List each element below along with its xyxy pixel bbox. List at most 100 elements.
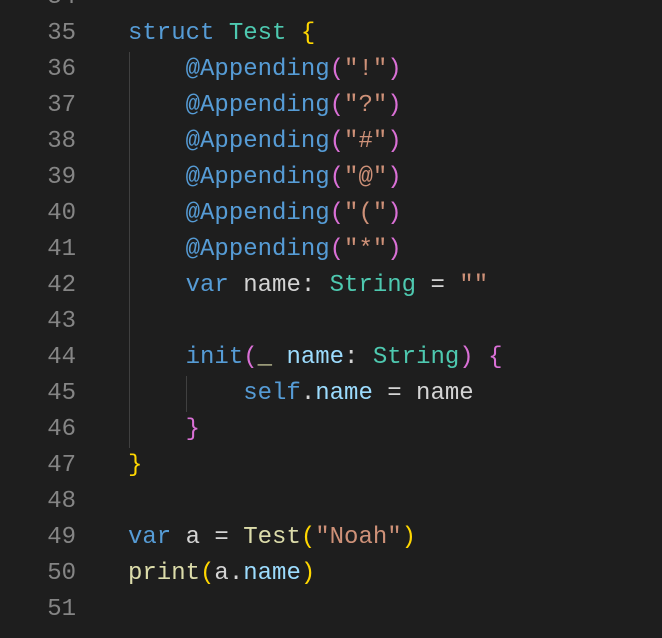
line-content: struct Test { — [128, 16, 315, 52]
token-br1: } — [128, 452, 143, 479]
token-pl — [128, 200, 186, 227]
token-fn: print — [128, 560, 201, 587]
line-number: 46 — [47, 416, 76, 443]
line-number: 44 — [47, 344, 76, 371]
token-fn: Test — [243, 524, 301, 551]
code-line[interactable]: 46 } — [0, 412, 662, 448]
token-pl: = name — [372, 380, 474, 407]
token-str: "*" — [344, 236, 388, 263]
token-ty: String — [372, 344, 460, 371]
token-pl — [272, 344, 286, 371]
line-content: var name: String = "" — [128, 268, 489, 304]
line-number: 45 — [47, 380, 76, 407]
token-br1: ( — [300, 524, 316, 551]
token-br2: ( — [329, 164, 345, 191]
code-line[interactable]: 37 @Appending("?") — [0, 88, 662, 124]
token-pl — [128, 56, 186, 83]
token-pl — [128, 236, 186, 263]
code-line[interactable]: 40 @Appending("(") — [0, 196, 662, 232]
token-kw: self — [243, 380, 301, 407]
line-content: self.name = name — [128, 376, 474, 412]
token-pl — [214, 20, 228, 47]
code-line[interactable]: 34 — [0, 0, 662, 16]
token-kw: @Appending — [185, 200, 330, 227]
token-pl — [128, 128, 186, 155]
line-content: var a = Test("Noah") — [128, 520, 416, 556]
token-br2: ) — [459, 344, 474, 371]
token-ty: Test — [228, 20, 287, 47]
code-line[interactable]: 41 @Appending("*") — [0, 232, 662, 268]
token-pl: a = — [171, 524, 244, 551]
indent-guide — [186, 376, 187, 412]
line-number: 50 — [47, 560, 76, 587]
code-line[interactable]: 47} — [0, 448, 662, 484]
token-pl: . — [300, 380, 316, 407]
indent-guide — [129, 52, 130, 448]
code-line[interactable]: 44 init(_ name: String) { — [0, 340, 662, 376]
token-str: "?" — [344, 92, 388, 119]
code-line[interactable]: 39 @Appending("@") — [0, 160, 662, 196]
token-br2: ) — [387, 128, 402, 155]
line-number: 38 — [47, 128, 76, 155]
line-content: @Appending("#") — [128, 124, 402, 160]
line-content: } — [128, 412, 200, 448]
line-content: @Appending("@") — [128, 160, 402, 196]
token-pl: : — [344, 344, 373, 371]
line-number: 43 — [47, 308, 76, 335]
line-number: 51 — [47, 596, 76, 623]
token-str: "(" — [344, 200, 388, 227]
token-pl — [128, 416, 186, 443]
token-br2: ( — [243, 344, 258, 371]
code-line[interactable]: 45 self.name = name — [0, 376, 662, 412]
line-content: @Appending("?") — [128, 88, 402, 124]
token-br2: ) — [387, 92, 402, 119]
token-br1: ) — [401, 524, 417, 551]
line-content: } — [128, 448, 142, 484]
token-str: "@" — [344, 164, 388, 191]
token-br2: ) — [387, 236, 402, 263]
token-kw: @Appending — [185, 236, 330, 263]
code-line[interactable]: 48 — [0, 484, 662, 520]
token-var: name — [243, 560, 301, 587]
line-content: @Appending("*") — [128, 232, 402, 268]
token-var: name — [286, 344, 345, 371]
token-str: "" — [459, 272, 489, 299]
line-number: 35 — [47, 20, 76, 47]
code-line[interactable]: 36 @Appending("!") — [0, 52, 662, 88]
token-str: "#" — [344, 128, 388, 155]
code-line[interactable]: 51 — [0, 592, 662, 628]
line-number: 42 — [47, 272, 76, 299]
line-number: 34 — [0, 0, 76, 16]
token-pl: a. — [214, 560, 244, 587]
code-line[interactable]: 38 @Appending("#") — [0, 124, 662, 160]
token-pl — [128, 344, 186, 371]
token-br2: ( — [329, 56, 345, 83]
line-number: 47 — [47, 452, 76, 479]
line-number: 48 — [47, 488, 76, 515]
token-pl — [128, 164, 186, 191]
token-kw: @Appending — [185, 128, 330, 155]
token-br2: ( — [329, 236, 345, 263]
token-br2: ) — [387, 200, 402, 227]
token-br1: ( — [200, 560, 215, 587]
token-kw: init — [185, 344, 244, 371]
line-content: @Appending("(") — [128, 196, 402, 232]
token-kw: var — [128, 524, 172, 551]
line-content: @Appending("!") — [128, 52, 402, 88]
token-pl: = — [416, 272, 460, 299]
token-kw: struct — [128, 20, 215, 47]
code-line[interactable]: 42 var name: String = "" — [0, 268, 662, 304]
code-line[interactable]: 43 — [0, 304, 662, 340]
code-line[interactable]: 35 struct Test { — [0, 16, 662, 52]
token-kw: @Appending — [185, 92, 330, 119]
token-str: "Noah" — [315, 524, 402, 551]
token-br2: ) — [387, 56, 402, 83]
token-kw: @Appending — [185, 164, 330, 191]
line-content: init(_ name: String) { — [128, 340, 503, 376]
token-ty: String — [329, 272, 417, 299]
token-br2: ( — [329, 200, 345, 227]
token-pl — [474, 344, 488, 371]
